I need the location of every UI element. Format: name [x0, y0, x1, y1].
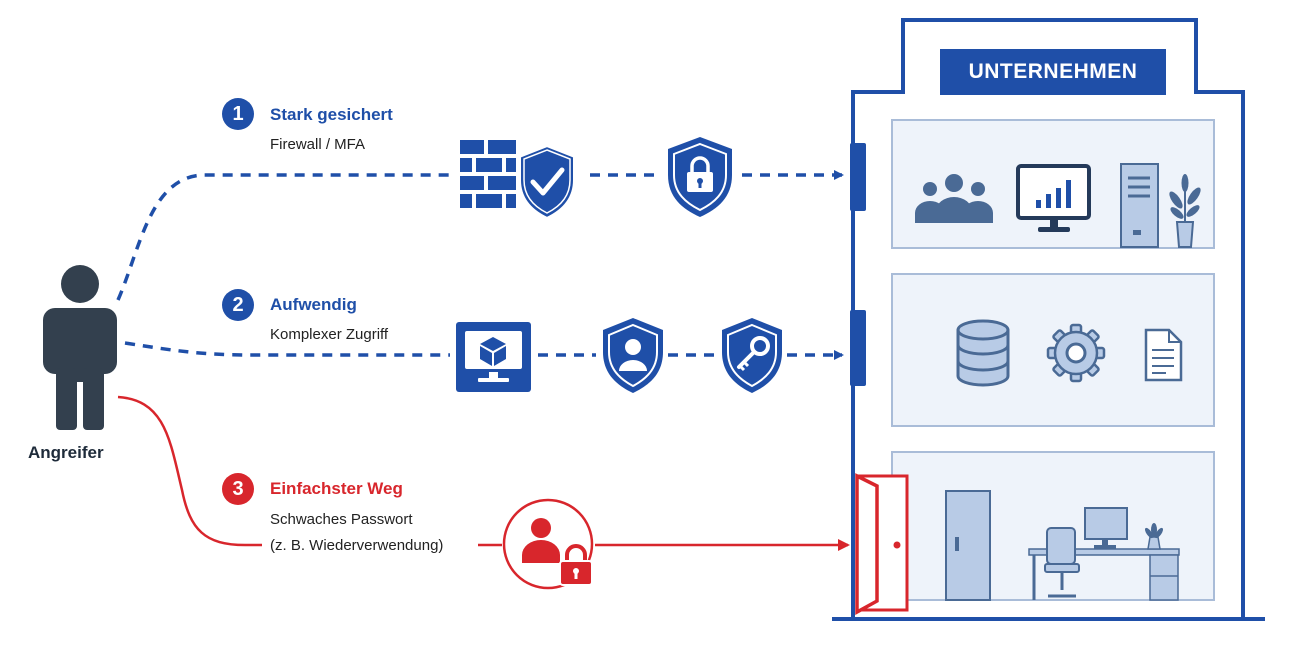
shield-user-icon — [603, 318, 663, 393]
shield-check-icon — [517, 142, 577, 222]
gear-icon — [1046, 323, 1106, 383]
route-1-title: Stark gesichert — [270, 105, 393, 124]
document-icon — [1144, 328, 1183, 382]
route-1-path — [116, 170, 844, 301]
open-door-icon — [855, 473, 909, 615]
desk-workstation-icon — [1028, 507, 1180, 601]
chart-monitor-icon — [1016, 164, 1091, 232]
interior-door-icon — [945, 490, 991, 601]
route-1-number-badge: 1 — [222, 98, 254, 130]
entry-block-2 — [850, 310, 866, 386]
database-icon — [956, 319, 1010, 387]
route-3-number-badge: 3 — [222, 473, 254, 505]
company-label: UNTERNEHMEN — [940, 49, 1166, 95]
route-3-description-line-1: Schwaches Passwort — [270, 511, 413, 528]
user-lock-icon — [502, 498, 594, 590]
attacker-figure — [43, 265, 117, 430]
route-3-title: Einfachster Weg — [270, 479, 403, 498]
route-2-title: Aufwendig — [270, 295, 357, 314]
route-3-description-line-2: (z. B. Wiederverwendung) — [270, 537, 444, 554]
shield-lock-icon — [668, 137, 732, 217]
route-2-number-badge: 2 — [222, 289, 254, 321]
route-3-path — [117, 395, 850, 551]
server-tower-icon — [1120, 163, 1159, 248]
monitor-cube-icon — [456, 322, 531, 392]
route-2-path — [124, 341, 844, 360]
firewall-icon — [460, 140, 516, 208]
entry-block-1 — [850, 143, 866, 211]
people-group-icon — [915, 174, 993, 223]
plant-icon — [1169, 174, 1201, 248]
route-1-description: Firewall / MFA — [270, 136, 366, 153]
shield-key-icon — [722, 318, 782, 393]
attacker-label: Angreifer — [28, 443, 104, 462]
route-2-description: Komplexer Zugriff — [270, 326, 389, 343]
